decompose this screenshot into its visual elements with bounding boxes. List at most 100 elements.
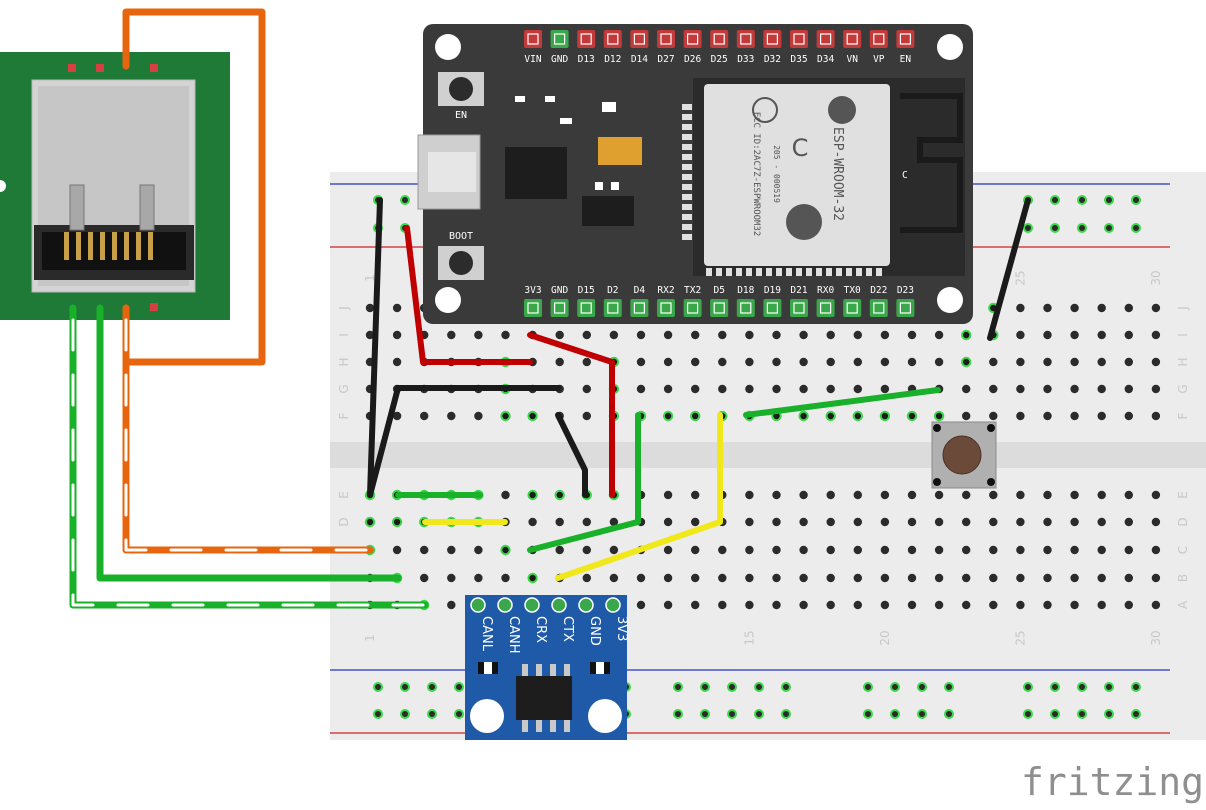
rail-hole[interactable] — [454, 709, 464, 719]
breadboard-hole[interactable] — [1070, 600, 1079, 610]
breadboard-hole[interactable] — [826, 490, 835, 500]
breadboard-hole[interactable] — [582, 330, 591, 340]
breadboard-hole[interactable] — [663, 545, 673, 555]
breadboard-hole[interactable] — [1151, 545, 1161, 555]
boot-button[interactable]: BOOT — [438, 231, 484, 280]
esp32-pin[interactable] — [524, 30, 542, 48]
breadboard-hole[interactable] — [1124, 303, 1134, 313]
esp32-pin[interactable] — [577, 30, 596, 48]
breadboard-hole[interactable] — [799, 490, 808, 500]
breadboard-hole[interactable] — [718, 545, 727, 555]
breadboard-hole[interactable] — [582, 384, 591, 394]
breadboard-hole[interactable] — [1070, 545, 1079, 555]
breadboard-hole[interactable] — [528, 517, 537, 527]
breadboard-hole[interactable] — [1016, 517, 1025, 527]
breadboard-hole[interactable] — [799, 384, 808, 394]
breadboard-hole[interactable] — [880, 330, 890, 340]
esp32-pin[interactable] — [550, 299, 569, 317]
breadboard-hole[interactable] — [691, 545, 700, 555]
breadboard-hole[interactable] — [826, 573, 835, 583]
esp32-pin[interactable] — [603, 299, 622, 317]
breadboard-hole[interactable] — [934, 545, 944, 555]
breadboard-hole[interactable] — [1043, 384, 1052, 394]
breadboard-hole[interactable] — [582, 357, 591, 367]
rail-hole[interactable] — [373, 709, 383, 719]
breadboard-hole[interactable] — [1151, 490, 1161, 500]
breadboard-hole[interactable] — [691, 490, 700, 500]
breadboard-hole[interactable] — [1097, 573, 1106, 583]
breadboard-hole[interactable] — [420, 573, 429, 583]
breadboard-hole[interactable] — [1070, 573, 1079, 583]
breadboard-hole[interactable] — [636, 357, 646, 367]
breadboard-hole[interactable] — [962, 384, 971, 394]
esp32-pin[interactable] — [790, 30, 808, 48]
esp32-pin[interactable] — [550, 30, 569, 48]
breadboard-hole[interactable] — [772, 330, 781, 340]
breadboard-hole[interactable] — [500, 410, 511, 422]
breadboard-hole[interactable] — [1016, 573, 1025, 583]
breadboard-hole[interactable] — [880, 357, 890, 367]
breadboard-hole[interactable] — [582, 573, 591, 583]
breadboard-hole[interactable] — [392, 330, 402, 340]
breadboard-hole[interactable] — [1097, 545, 1106, 555]
esp32-pin[interactable] — [524, 299, 542, 317]
rail-hole[interactable] — [1050, 682, 1060, 692]
breadboard-hole[interactable] — [365, 330, 375, 340]
breadboard-hole[interactable] — [690, 410, 701, 422]
breadboard-hole[interactable] — [663, 330, 673, 340]
breadboard-hole[interactable] — [745, 517, 754, 527]
breadboard-hole[interactable] — [1016, 600, 1025, 610]
breadboard-hole[interactable] — [1070, 517, 1079, 527]
breadboard-hole[interactable] — [1043, 545, 1052, 555]
breadboard-hole[interactable] — [447, 411, 456, 421]
breadboard-hole[interactable] — [853, 545, 862, 555]
breadboard-hole[interactable] — [772, 545, 781, 555]
breadboard-hole[interactable] — [989, 384, 998, 394]
breadboard-hole[interactable] — [934, 330, 944, 340]
breadboard-hole[interactable] — [718, 573, 727, 583]
breadboard-hole[interactable] — [1043, 303, 1052, 313]
esp32-pin[interactable] — [843, 30, 862, 48]
breadboard-hole[interactable] — [1016, 411, 1025, 421]
breadboard-hole[interactable] — [718, 357, 727, 367]
esp32-pin[interactable] — [657, 299, 675, 317]
breadboard-hole[interactable] — [745, 573, 754, 583]
breadboard-hole[interactable] — [527, 489, 538, 501]
breadboard-hole[interactable] — [934, 573, 944, 583]
breadboard-hole[interactable] — [1016, 330, 1025, 340]
breadboard-hole[interactable] — [962, 545, 971, 555]
breadboard-hole[interactable] — [420, 411, 429, 421]
rail-hole[interactable] — [917, 682, 927, 692]
rail-hole[interactable] — [863, 682, 873, 692]
breadboard-hole[interactable] — [799, 600, 808, 610]
breadboard-hole[interactable] — [1070, 384, 1079, 394]
rail-hole[interactable] — [863, 709, 873, 719]
breadboard-hole[interactable] — [907, 573, 917, 583]
breadboard-hole[interactable] — [772, 600, 781, 610]
breadboard-hole[interactable] — [799, 330, 808, 340]
breadboard-hole[interactable] — [933, 410, 945, 422]
breadboard-hole[interactable] — [501, 573, 510, 583]
breadboard-hole[interactable] — [1070, 411, 1079, 421]
rail-hole[interactable] — [673, 682, 683, 692]
breadboard-hole[interactable] — [609, 517, 619, 527]
esp32-pin[interactable] — [683, 30, 702, 48]
breadboard-hole[interactable] — [609, 330, 619, 340]
rail-hole[interactable] — [781, 709, 791, 719]
breadboard-hole[interactable] — [907, 330, 917, 340]
can-pin[interactable] — [497, 597, 513, 613]
breadboard-hole[interactable] — [364, 516, 376, 528]
breadboard-hole[interactable] — [474, 573, 483, 583]
breadboard-hole[interactable] — [1097, 384, 1106, 394]
breadboard-hole[interactable] — [1043, 573, 1052, 583]
breadboard-hole[interactable] — [1043, 600, 1052, 610]
breadboard-hole[interactable] — [392, 357, 402, 367]
breadboard-hole[interactable] — [527, 410, 538, 422]
esp32-pin[interactable] — [577, 299, 596, 317]
breadboard-hole[interactable] — [1151, 600, 1161, 610]
rail-hole[interactable] — [1104, 195, 1114, 205]
rail-hole[interactable] — [1050, 223, 1060, 233]
breadboard-hole[interactable] — [1151, 357, 1161, 367]
breadboard-hole[interactable] — [853, 600, 862, 610]
breadboard-hole[interactable] — [582, 517, 591, 527]
